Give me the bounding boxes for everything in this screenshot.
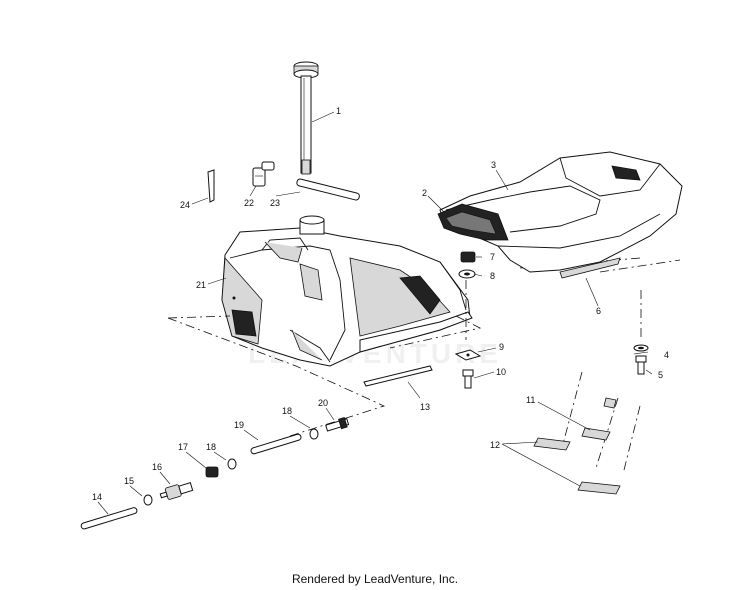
- washer-part-4[interactable]: [633, 344, 649, 352]
- seat-base-part-6[interactable]: [559, 257, 621, 279]
- callout-17: 17: [178, 442, 188, 452]
- fitting-part-20[interactable]: [325, 416, 350, 433]
- callout-7: 7: [490, 252, 495, 262]
- assembly-outline: [167, 317, 386, 437]
- callout-3: 3: [491, 160, 496, 170]
- callout-20: 20: [318, 398, 328, 408]
- callout-5: 5: [658, 370, 663, 380]
- callout-16: 16: [152, 462, 162, 472]
- callout-2: 2: [422, 188, 427, 198]
- fuel-tank-part-21[interactable]: [221, 215, 473, 367]
- nut-part-7[interactable]: [460, 251, 476, 263]
- callout-18a: 18: [206, 442, 216, 452]
- rod-part-24[interactable]: [207, 169, 215, 203]
- bolt-part-10[interactable]: [462, 369, 474, 389]
- leader-lines: [97, 111, 653, 515]
- callout-4: 4: [664, 350, 669, 360]
- bolt-part-5[interactable]: [635, 355, 647, 375]
- connector-part-17[interactable]: [205, 466, 219, 478]
- callout-21: 21: [196, 280, 206, 290]
- callout-13: 13: [420, 402, 430, 412]
- pad-part-11[interactable]: [581, 427, 611, 441]
- callout-24: 24: [180, 200, 190, 210]
- seat-cover-part-2[interactable]: [437, 203, 509, 241]
- clamp-part-18a[interactable]: [227, 458, 237, 470]
- callout-9: 9: [499, 342, 504, 352]
- callout-12: 12: [490, 440, 500, 450]
- callout-18b: 18: [282, 406, 292, 416]
- fuel-sender-part[interactable]: [293, 61, 319, 175]
- pad-part-12[interactable]: [533, 437, 621, 495]
- clamp-part-15[interactable]: [143, 494, 153, 506]
- hose-part-19[interactable]: [250, 433, 302, 455]
- callout-8: 8: [490, 271, 495, 281]
- callout-6: 6: [596, 306, 601, 316]
- callout-15: 15: [124, 476, 134, 486]
- fuel-filter-part-16[interactable]: [159, 481, 194, 502]
- strap-part-13[interactable]: [363, 365, 433, 387]
- plate-part-9[interactable]: [454, 349, 482, 361]
- clamp-part-18b[interactable]: [309, 428, 319, 440]
- callout-23: 23: [270, 198, 280, 208]
- elbow-fitting-part-22[interactable]: [252, 161, 275, 187]
- callout-1: 1: [336, 106, 341, 116]
- hose-part-14[interactable]: [80, 507, 138, 530]
- tube-part-23[interactable]: [296, 178, 360, 201]
- callout-11: 11: [526, 395, 535, 405]
- footer-credit: Rendered by LeadVenture, Inc.: [291, 572, 459, 586]
- washer-part-8[interactable]: [458, 269, 476, 279]
- callout-22: 22: [244, 198, 254, 208]
- callout-labels: 1 2 3 4 5 6 7 8 9 10 11 12 13 14 15 16 1…: [92, 106, 669, 502]
- callout-10: 10: [496, 367, 506, 377]
- pad-part-11b[interactable]: [603, 397, 617, 409]
- callout-14: 14: [92, 492, 102, 502]
- callout-19: 19: [234, 420, 244, 430]
- seat-part-3[interactable]: [439, 151, 683, 273]
